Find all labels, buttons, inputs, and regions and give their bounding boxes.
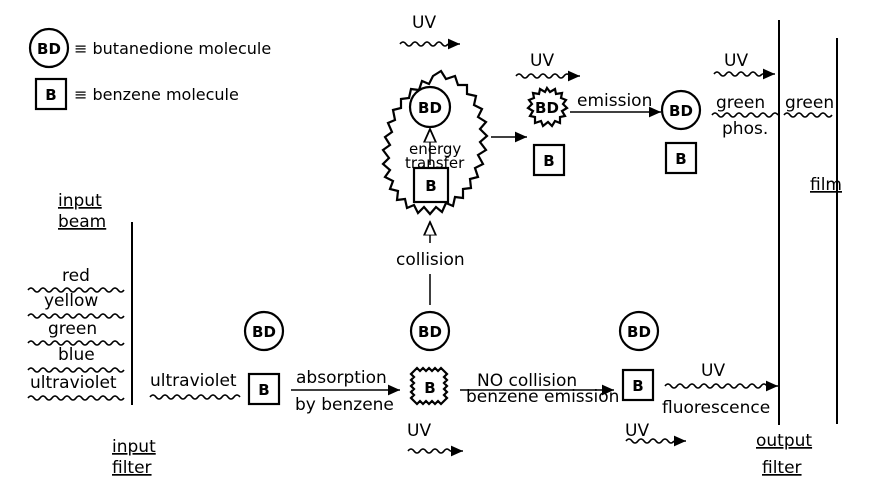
uv-fluorescence-label: UV bbox=[701, 361, 725, 381]
fluorescence-label: fluorescence bbox=[662, 398, 770, 418]
uv-top-label-3: UV bbox=[724, 51, 748, 71]
no-collision-label: NO collision bbox=[477, 371, 577, 391]
output-filter-label-1: output bbox=[756, 431, 812, 451]
uv-bottom-wave-1 bbox=[407, 448, 451, 454]
wave-red bbox=[27, 287, 125, 293]
film-label: film bbox=[810, 175, 842, 195]
output-filter-label-2: filter bbox=[762, 458, 802, 478]
uv-top-wave-1 bbox=[399, 41, 449, 47]
bd-molecule-complex-label: BD bbox=[418, 99, 442, 117]
bd-molecule-1-label: BD bbox=[252, 323, 276, 341]
bd-molecule-3-label: BD bbox=[627, 323, 651, 341]
excited-benzene-label: B bbox=[424, 379, 435, 397]
uv-bottom-label-1: UV bbox=[407, 421, 431, 441]
legend-b-label: B bbox=[45, 86, 56, 104]
uv-top-label-1: UV bbox=[412, 13, 436, 33]
uv-bottom-wave-2 bbox=[625, 438, 675, 444]
absorption-label: absorption bbox=[296, 368, 387, 388]
bd-molecule-ground-label: BD bbox=[669, 102, 693, 120]
bd-molecule-2 bbox=[409, 310, 451, 352]
uv-top-wave-2 bbox=[515, 73, 571, 79]
green-phos-label-2: phos. bbox=[722, 119, 768, 139]
input-filter-label-1: input bbox=[112, 437, 156, 457]
legend: BD ≡ butanedione molecule B ≡ benzene mo… bbox=[28, 27, 271, 111]
legend-b-text: ≡ benzene molecule bbox=[74, 85, 239, 104]
wave-ultraviolet bbox=[27, 395, 125, 401]
wave-label-red: red bbox=[62, 266, 90, 286]
collision-label: collision bbox=[396, 250, 465, 270]
benzene-molecule-5 bbox=[664, 141, 698, 175]
wave-label-yellow: yellow bbox=[44, 291, 98, 311]
bd-molecule-1 bbox=[243, 310, 285, 352]
input-beam: input beam red yellow green blue ultravi… bbox=[27, 191, 125, 401]
legend-b-square bbox=[34, 77, 68, 111]
input-beam-label-2: beam bbox=[58, 212, 106, 232]
emission-label: emission bbox=[577, 91, 652, 111]
benzene-molecule-complex bbox=[412, 166, 450, 204]
green-phos-wave bbox=[711, 112, 779, 118]
ultraviolet-wave bbox=[149, 394, 241, 400]
benzene-molecule-4 bbox=[532, 143, 566, 177]
benzene-molecule-4-label: B bbox=[543, 152, 554, 170]
excited-bd-molecule bbox=[526, 85, 569, 128]
excited-benzene-molecule bbox=[409, 366, 449, 406]
excited-bd-label: BD bbox=[535, 99, 559, 117]
uv-top-wave-3 bbox=[713, 71, 763, 77]
ultraviolet-label: ultraviolet bbox=[150, 371, 237, 391]
wave-green bbox=[27, 340, 125, 346]
green-out-label: green bbox=[785, 93, 834, 113]
wave-blue bbox=[27, 367, 125, 373]
benzene-molecule-5-label: B bbox=[675, 150, 686, 168]
by-benzene-label: by benzene bbox=[295, 395, 394, 415]
input-beam-label-1: input bbox=[58, 191, 102, 211]
bd-molecule-complex bbox=[408, 85, 452, 129]
uv-fluorescence-wave bbox=[664, 383, 768, 389]
transfer-label: transfer bbox=[405, 154, 465, 172]
benzene-molecule-3-label: B bbox=[632, 377, 643, 395]
legend-bd-circle bbox=[28, 27, 70, 69]
legend-bd-label: BD bbox=[37, 40, 61, 58]
green-out-wave bbox=[783, 112, 833, 118]
uv-top-label-2: UV bbox=[530, 51, 554, 71]
wave-label-ultraviolet: ultraviolet bbox=[30, 373, 117, 393]
bd-molecule-ground bbox=[660, 89, 702, 131]
legend-bd-text: ≡ butanedione molecule bbox=[74, 39, 271, 58]
benzene-molecule-3 bbox=[621, 368, 655, 402]
benzene-molecule-complex-label: B bbox=[425, 177, 436, 195]
benzene-molecule-1 bbox=[247, 372, 281, 406]
uv-bottom-label-2: UV bbox=[625, 421, 649, 441]
wave-yellow bbox=[27, 313, 125, 319]
wave-label-green: green bbox=[48, 319, 97, 339]
benzene-molecule-1-label: B bbox=[258, 381, 269, 399]
energy-label: energy bbox=[409, 140, 461, 158]
wave-label-blue: blue bbox=[58, 345, 95, 365]
benzene-emission-label: benzene emission bbox=[466, 387, 619, 407]
green-phos-label-1: green bbox=[716, 93, 765, 113]
input-filter-label-2: filter bbox=[112, 458, 152, 478]
bd-molecule-3 bbox=[618, 310, 660, 352]
bd-molecule-2-label: BD bbox=[418, 323, 442, 341]
